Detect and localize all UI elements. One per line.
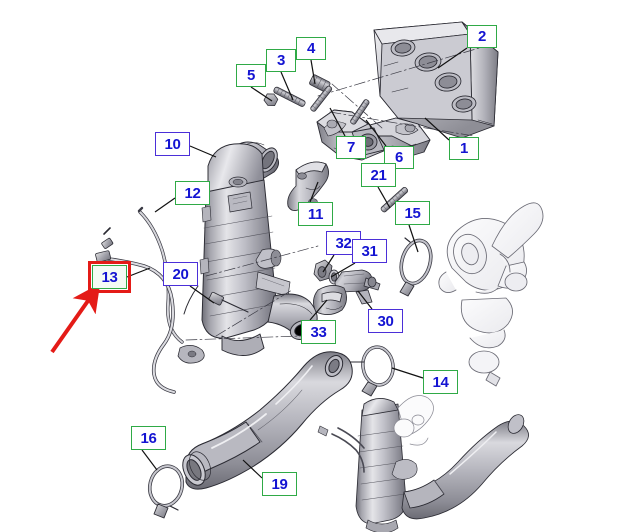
callout-label-12[interactable]: 12 <box>175 181 210 205</box>
callout-number: 14 <box>432 373 449 391</box>
callout-label-13[interactable]: 13 <box>88 261 131 293</box>
callout-label-31[interactable]: 31 <box>352 239 387 263</box>
callout-label-5[interactable]: 5 <box>236 64 266 87</box>
callout-label-30[interactable]: 30 <box>368 309 403 333</box>
callout-label-16[interactable]: 16 <box>131 426 166 450</box>
callout-number: 1 <box>459 140 469 157</box>
callout-number: 6 <box>394 149 404 166</box>
callout-label-15[interactable]: 15 <box>395 201 430 225</box>
callout-label-33[interactable]: 33 <box>301 320 336 344</box>
callout-label-4[interactable]: 4 <box>296 37 326 60</box>
callout-number: 5 <box>246 67 256 84</box>
callout-number: 4 <box>306 40 316 57</box>
callout-number: 13 <box>101 268 118 286</box>
callout-label-10[interactable]: 10 <box>155 132 190 156</box>
callout-number: 19 <box>271 475 288 493</box>
callout-number: 12 <box>184 184 201 202</box>
callout-label-1[interactable]: 1 <box>449 137 479 160</box>
callout-number: 10 <box>164 135 181 153</box>
callout-number: 21 <box>370 166 387 184</box>
callout-label-7[interactable]: 7 <box>336 136 366 159</box>
callout-number: 11 <box>307 205 324 223</box>
callout-label-19[interactable]: 19 <box>262 472 297 496</box>
callout-label-3[interactable]: 3 <box>266 49 296 72</box>
callout-label-20[interactable]: 20 <box>163 262 198 286</box>
callout-number: 2 <box>477 28 487 45</box>
callout-number: 31 <box>361 242 378 260</box>
callout-label-11[interactable]: 11 <box>298 202 333 226</box>
callout-number: 15 <box>404 204 421 222</box>
callout-label-21[interactable]: 21 <box>361 163 396 187</box>
callout-label-14[interactable]: 14 <box>423 370 458 394</box>
callout-number: 7 <box>346 139 356 156</box>
callout-number: 32 <box>335 234 352 252</box>
callout-label-2[interactable]: 2 <box>467 25 497 48</box>
callout-number: 3 <box>276 52 286 69</box>
callout-number: 16 <box>140 429 157 447</box>
callout-number: 20 <box>172 265 189 283</box>
callout-number: 30 <box>377 312 394 330</box>
callout-number: 33 <box>310 323 327 341</box>
